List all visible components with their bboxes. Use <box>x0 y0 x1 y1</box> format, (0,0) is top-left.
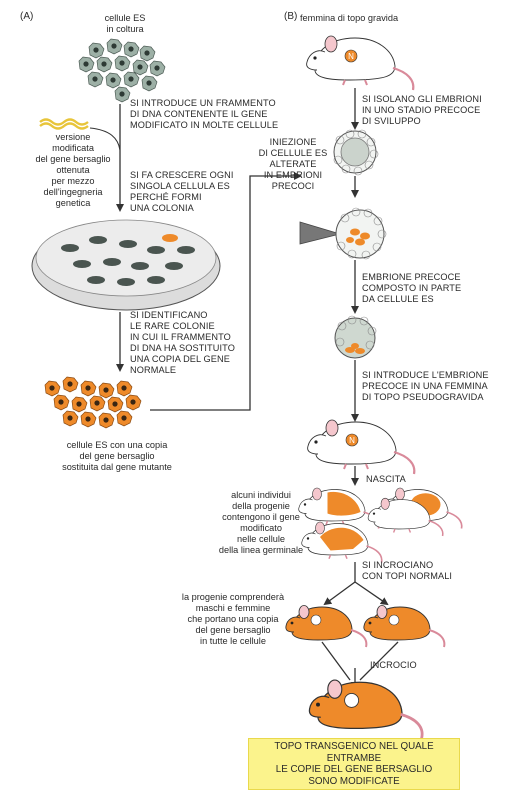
injection-label: INIEZIONE DI CELLULE ES ALTERATE IN EMBR… <box>258 137 328 191</box>
chimera-mouse-icon <box>300 521 383 564</box>
pseudopregnant-mouse-icon: N <box>306 418 416 476</box>
arrow-merge-left <box>321 641 351 681</box>
early-embryo-label: EMBRIONE PRECOCE COMPOSTO IN PARTE DA CE… <box>362 272 462 304</box>
heterozygous-mouse-icon <box>284 604 368 648</box>
arrow-split-left <box>323 581 356 606</box>
chimera-mouse-icon <box>297 487 380 530</box>
cross-label: INCROCIO <box>370 660 417 670</box>
final-result-box: TOPO TRANSGENICO NEL QUALE ENTRAMBE LE C… <box>248 738 460 790</box>
panel-a-label: (A) <box>20 11 34 22</box>
step-isolate-embryos: SI ISOLANO GLI EMBRIONI IN UNO STADIO PR… <box>362 94 482 126</box>
mouse-badge-icon: N <box>348 52 354 61</box>
step-identify-colonies: SI IDENTIFICANO LE RARE COLONIE IN CUI I… <box>130 310 235 375</box>
mutant-es-cells-icon <box>44 376 142 429</box>
injection-needle-icon <box>299 221 342 245</box>
progeny-note: la progenie comprenderà maschi e femmine… <box>181 592 285 646</box>
cross-normal-label: SI INCROCIANO CON TOPI NORMALI <box>362 560 453 581</box>
mouse-badge-icon: N <box>349 436 355 445</box>
blastocyst-icon <box>333 129 379 176</box>
panel-b-label: (B) <box>284 11 298 22</box>
injected-blastocyst-icon <box>335 207 387 260</box>
transgenic-mouse-icon <box>307 678 424 740</box>
modified-gene-label: versione modificata del gene bersaglio o… <box>35 132 111 208</box>
birth-label: NASCITA <box>366 474 406 484</box>
heterozygous-mouse-icon <box>362 604 446 648</box>
petri-dish-icon <box>31 219 221 311</box>
step-introduce-dna: SI INTRODUCE UN FRAMMENTO DI DNA CONTENE… <box>130 98 279 130</box>
pregnant-mouse-icon: N <box>305 34 415 92</box>
dna-join-line <box>89 127 121 151</box>
dna-fragment-icon <box>39 118 89 130</box>
pregnant-female-label: femmina di topo gravida <box>300 13 399 23</box>
es-cells-culture-label: cellule ES in coltura <box>104 13 146 34</box>
es-cells-culture-icon <box>78 38 166 103</box>
step-introduce-embryo: SI INTRODUCE L'EMBRIONE PRECOCE IN UNA F… <box>362 370 489 402</box>
connector-arrow <box>150 172 302 411</box>
mutant-es-cells-label: cellule ES con una copia del gene bersag… <box>62 440 172 472</box>
arrow-merge-right <box>359 641 399 681</box>
chimeric-blastocyst-icon <box>334 315 377 359</box>
germline-note: alcuni individui della progenie contengo… <box>218 490 304 555</box>
step-grow-colony: SI FA CRESCERE OGNI SINGOLA CELLULA ES P… <box>130 170 234 213</box>
arrow-split-right <box>354 581 389 606</box>
